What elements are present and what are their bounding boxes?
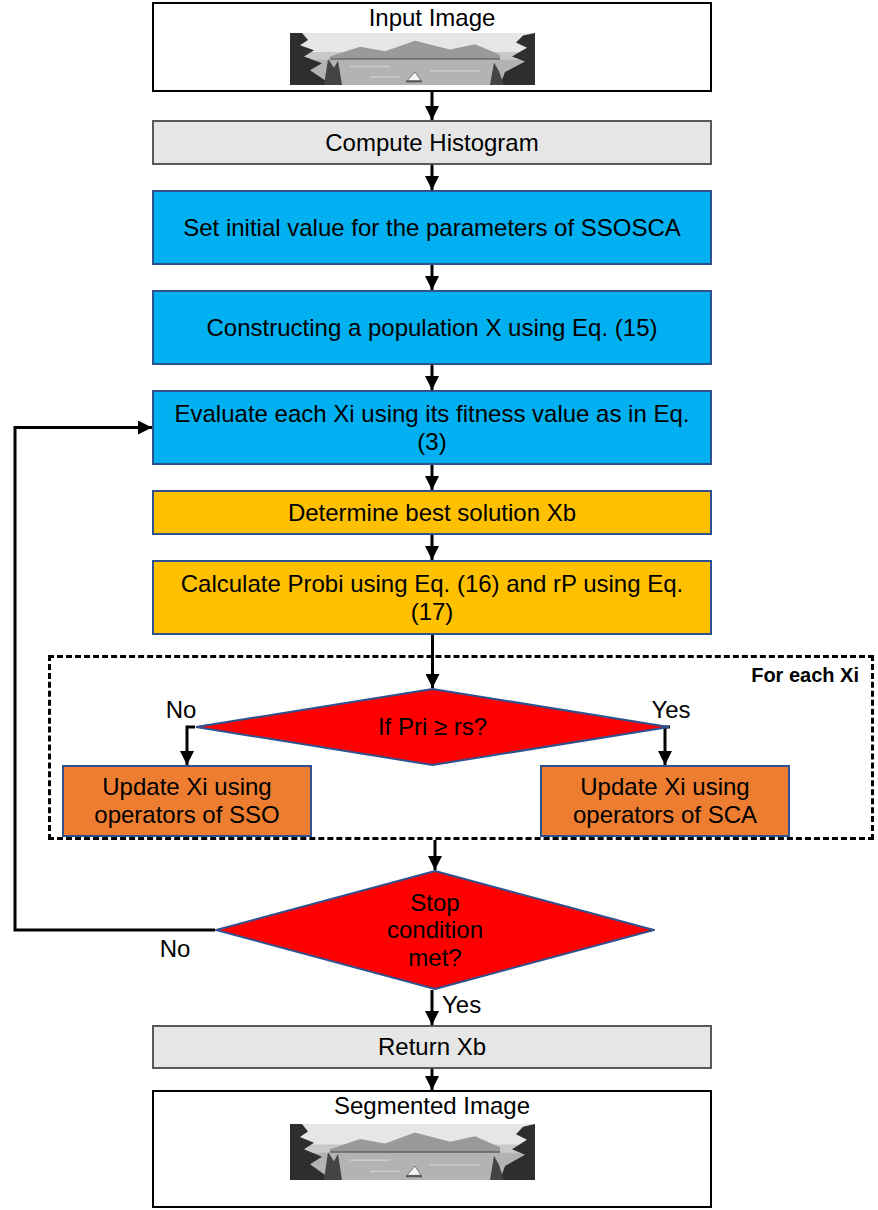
process-label: Update Xi using operators of SSO [76, 773, 298, 828]
flow-arrow [434, 840, 437, 870]
decision-diamond: If Pri ≥ rs? [195, 688, 670, 766]
edge-label: Yes [440, 992, 483, 1018]
flow-arrow [665, 727, 670, 765]
flow-arrow [431, 465, 434, 490]
process-box: Return Xb [152, 1025, 712, 1069]
image-caption: Input Image [369, 4, 496, 32]
segmented-image-illustration [290, 1124, 535, 1180]
process-label: Update Xi using operators of SCA [554, 773, 776, 828]
region-heading: For each Xi [751, 664, 859, 687]
flow-arrow [431, 535, 434, 560]
flow-arrow [431, 265, 434, 290]
decision-diamond: Stop condition met? [215, 870, 655, 990]
image-caption: Segmented Image [334, 1092, 530, 1120]
edge-label: Yes [649, 697, 692, 723]
process-label: Constructing a population X using Eq. (1… [207, 314, 658, 342]
flow-arrow [431, 92, 434, 120]
diamond-shape [196, 689, 669, 765]
decision-label: If Pri ≥ rs? [378, 713, 487, 741]
process-label: Compute Histogram [325, 129, 538, 157]
input-image-illustration [290, 33, 535, 85]
process-label: Return Xb [378, 1033, 486, 1061]
diamond-shape [216, 871, 654, 989]
flow-arrow [431, 365, 434, 390]
image-box: Input Image [152, 2, 712, 92]
process-box: Set initial value for the parameters of … [152, 190, 712, 265]
process-box: Compute Histogram [152, 120, 712, 165]
process-box: Constructing a population X using Eq. (1… [152, 290, 712, 365]
flow-arrow [431, 635, 434, 688]
process-label: Calculate Probi using Eq. (16) and rP us… [166, 570, 698, 625]
decision-label: Stop condition met? [370, 889, 500, 972]
flow-arrow [431, 1069, 434, 1090]
flow-arrow [187, 727, 195, 765]
process-box: Determine best solution Xb [152, 490, 712, 535]
process-label: Set initial value for the parameters of … [183, 214, 681, 242]
image-box: Segmented Image [152, 1090, 712, 1208]
process-label: Determine best solution Xb [288, 499, 576, 527]
flow-arrow [431, 990, 434, 1025]
process-box: Calculate Probi using Eq. (16) and rP us… [152, 560, 712, 635]
edge-label: No [158, 936, 193, 962]
process-box: Update Xi using operators of SCA [540, 765, 790, 837]
process-box: Evaluate each Xi using its fitness value… [152, 390, 712, 465]
process-label: Evaluate each Xi using its fitness value… [166, 400, 698, 455]
flow-arrow [431, 165, 434, 190]
process-box: Update Xi using operators of SSO [62, 765, 312, 837]
loop-region: For each Xi If Pri ≥ rs? Update Xi using o… [48, 655, 874, 840]
edge-label: No [164, 697, 199, 723]
